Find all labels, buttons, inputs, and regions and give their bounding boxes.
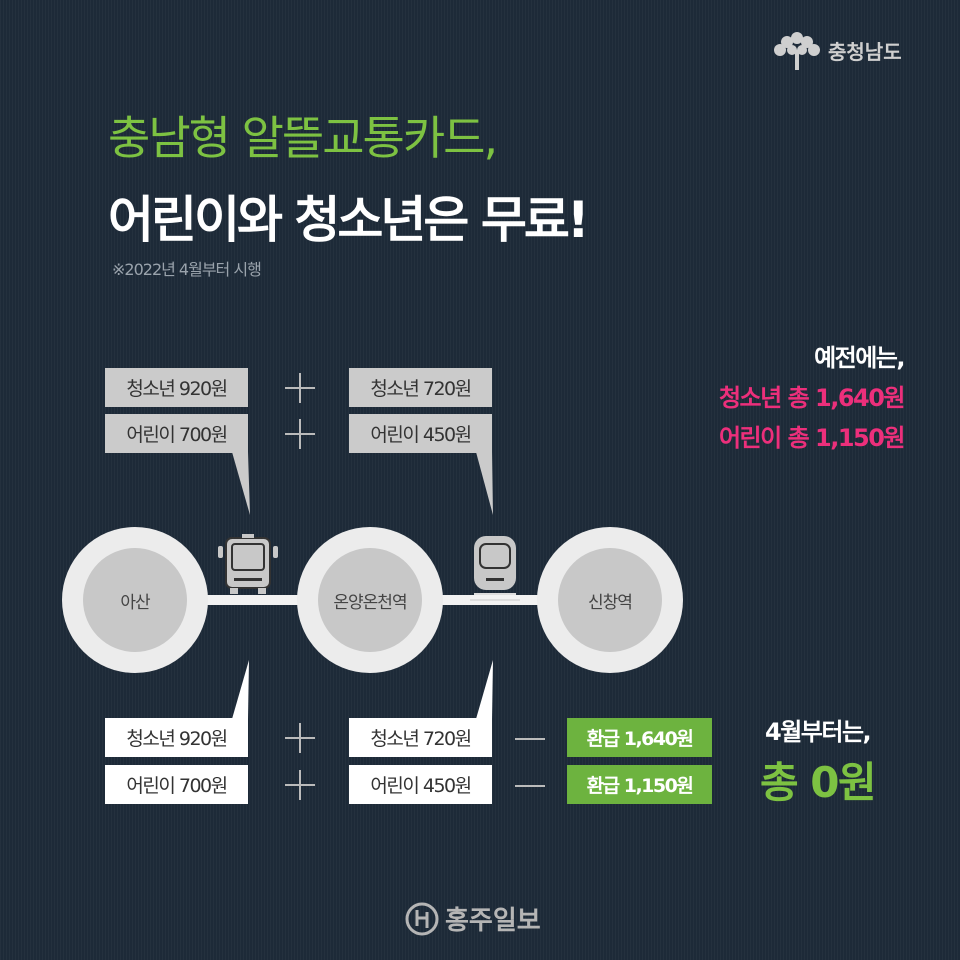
- bus-child-fare: 어린이 700원: [105, 414, 248, 453]
- youth-refund: 환급 1,640원: [567, 718, 712, 757]
- station-onyang: 온양온천역: [297, 527, 443, 673]
- plus-icon: [285, 419, 315, 449]
- bus-icon: [218, 534, 278, 594]
- train-child-fare-after: 어린이 450원: [349, 765, 492, 804]
- station-label: 온양온천역: [318, 548, 422, 652]
- chungnam-logo: 충청남도: [772, 30, 902, 70]
- plus-icon: [285, 723, 315, 753]
- train-youth-fare: 청소년 720원: [349, 368, 492, 407]
- previous-heading: 예전에는,: [814, 344, 905, 372]
- train-icon: [470, 536, 520, 601]
- bus-youth-fare: 청소년 920원: [105, 368, 248, 407]
- footer-text: 홍주일보: [445, 906, 541, 936]
- title-line1: 충남형 알뜰교통카드,: [108, 111, 498, 165]
- station-asan: 아산: [62, 527, 208, 673]
- bus-child-fare-after: 어린이 700원: [105, 765, 248, 804]
- title-line2: 어린이와 청소년은 무료!: [108, 191, 590, 249]
- previous-summary: 예전에는, 청소년 총 1,640원 어린이 총 1,150원: [718, 338, 906, 458]
- previous-child-total: 어린이 총 1,150원: [718, 424, 906, 452]
- now-heading: 4월부터는,: [765, 718, 872, 746]
- now-summary: 4월부터는, 총 0원: [760, 712, 877, 810]
- train-youth-fare-after: 청소년 720원: [349, 718, 492, 757]
- station-label: 신창역: [558, 548, 662, 652]
- tree-icon: [774, 32, 820, 70]
- minus-icon: [515, 785, 545, 787]
- minus-icon: [515, 738, 545, 740]
- now-total: 총 0원: [760, 758, 877, 807]
- hongju-emblem-icon: [405, 902, 439, 935]
- train-child-fare: 어린이 450원: [349, 414, 492, 453]
- hongju-logo: 홍주일보: [405, 900, 541, 937]
- bus-fare-tail: [232, 452, 250, 515]
- train-fare-tail: [476, 452, 493, 515]
- previous-youth-total: 청소년 총 1,640원: [718, 384, 906, 412]
- plus-icon: [285, 770, 315, 800]
- train-fare-tail-bottom: [476, 660, 493, 719]
- station-label: 아산: [83, 548, 187, 652]
- bus-youth-fare-after: 청소년 920원: [105, 718, 248, 757]
- station-sinchang: 신창역: [537, 527, 683, 673]
- bus-fare-tail-bottom: [232, 660, 249, 719]
- child-refund: 환급 1,150원: [567, 765, 712, 804]
- plus-icon: [285, 373, 315, 403]
- logo-text: 충청남도: [828, 39, 902, 64]
- title-note: ※2022년 4월부터 시행: [112, 260, 262, 279]
